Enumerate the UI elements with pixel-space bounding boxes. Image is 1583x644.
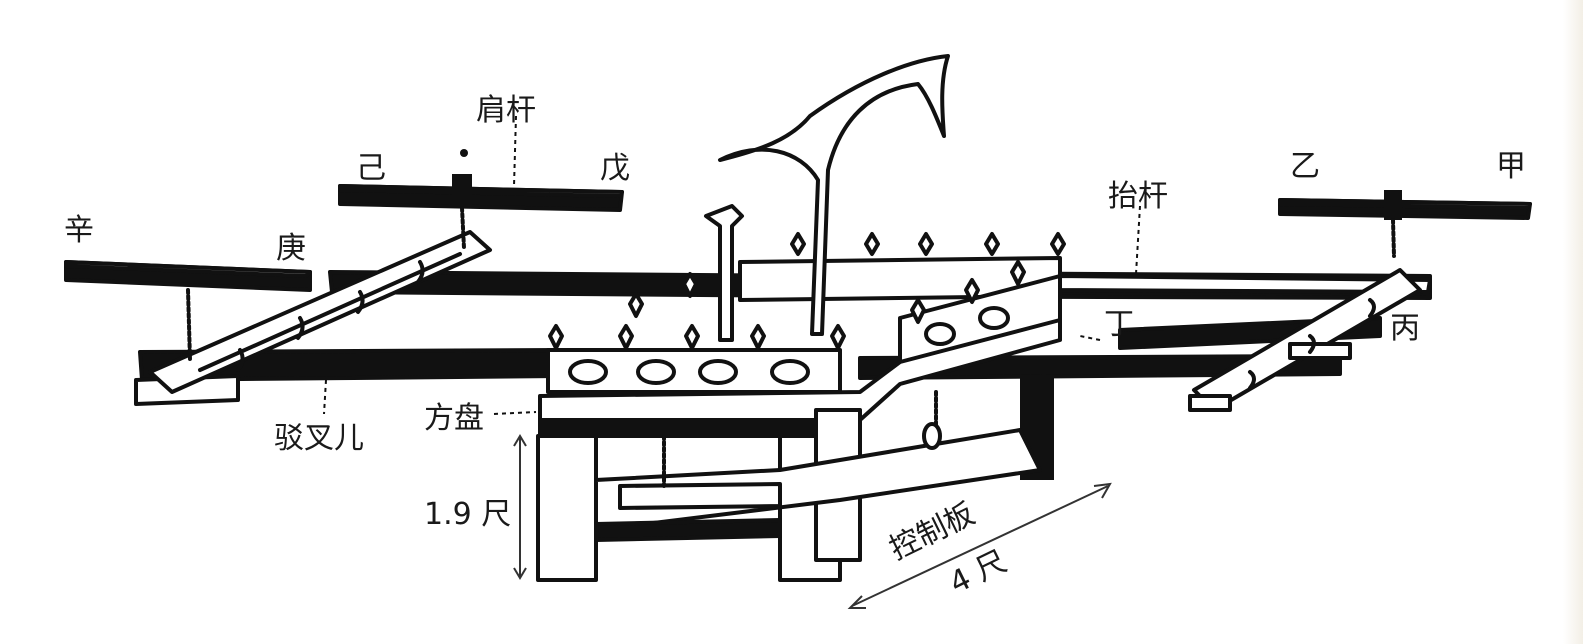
label-control-board: 控制板: [884, 496, 980, 567]
label-bing: 丙: [1390, 311, 1420, 346]
label-geng: 庚: [276, 231, 306, 266]
front-rail: [546, 348, 842, 394]
leader-ding: [1079, 335, 1101, 341]
central-table: [536, 54, 1066, 582]
label-square-tray: 方盘: [424, 401, 484, 436]
label-length: 4 尺: [944, 544, 1012, 601]
leader-shoulder-pole: [513, 115, 517, 187]
left-frame: [64, 149, 822, 406]
central-hook-post: [718, 54, 950, 336]
label-fork: 驳叉儿: [274, 421, 364, 456]
leader-square-tray: [493, 411, 537, 415]
page-edge-shading: [1563, 0, 1583, 644]
length-dimension: [847, 482, 1112, 609]
leader-fork: [323, 379, 327, 415]
label-ding: 丁: [1104, 307, 1134, 342]
left-diagonal-pole: [148, 230, 492, 394]
label-ji: 己: [356, 151, 386, 186]
label-yi: 乙: [1290, 149, 1320, 184]
height-dimension: [513, 434, 527, 580]
leader-lift-pole: [1135, 205, 1141, 275]
label-xin: 辛: [64, 213, 94, 248]
small-pike: [704, 204, 744, 342]
label-wu: 戊: [600, 151, 630, 186]
label-lift-pole: 抬杆: [1108, 179, 1168, 214]
label-jia: 甲: [1496, 149, 1526, 184]
label-height: 1.9 尺: [424, 497, 511, 532]
front-left-leg: [536, 434, 598, 582]
label-shoulder-pole: 肩杆: [476, 93, 536, 128]
